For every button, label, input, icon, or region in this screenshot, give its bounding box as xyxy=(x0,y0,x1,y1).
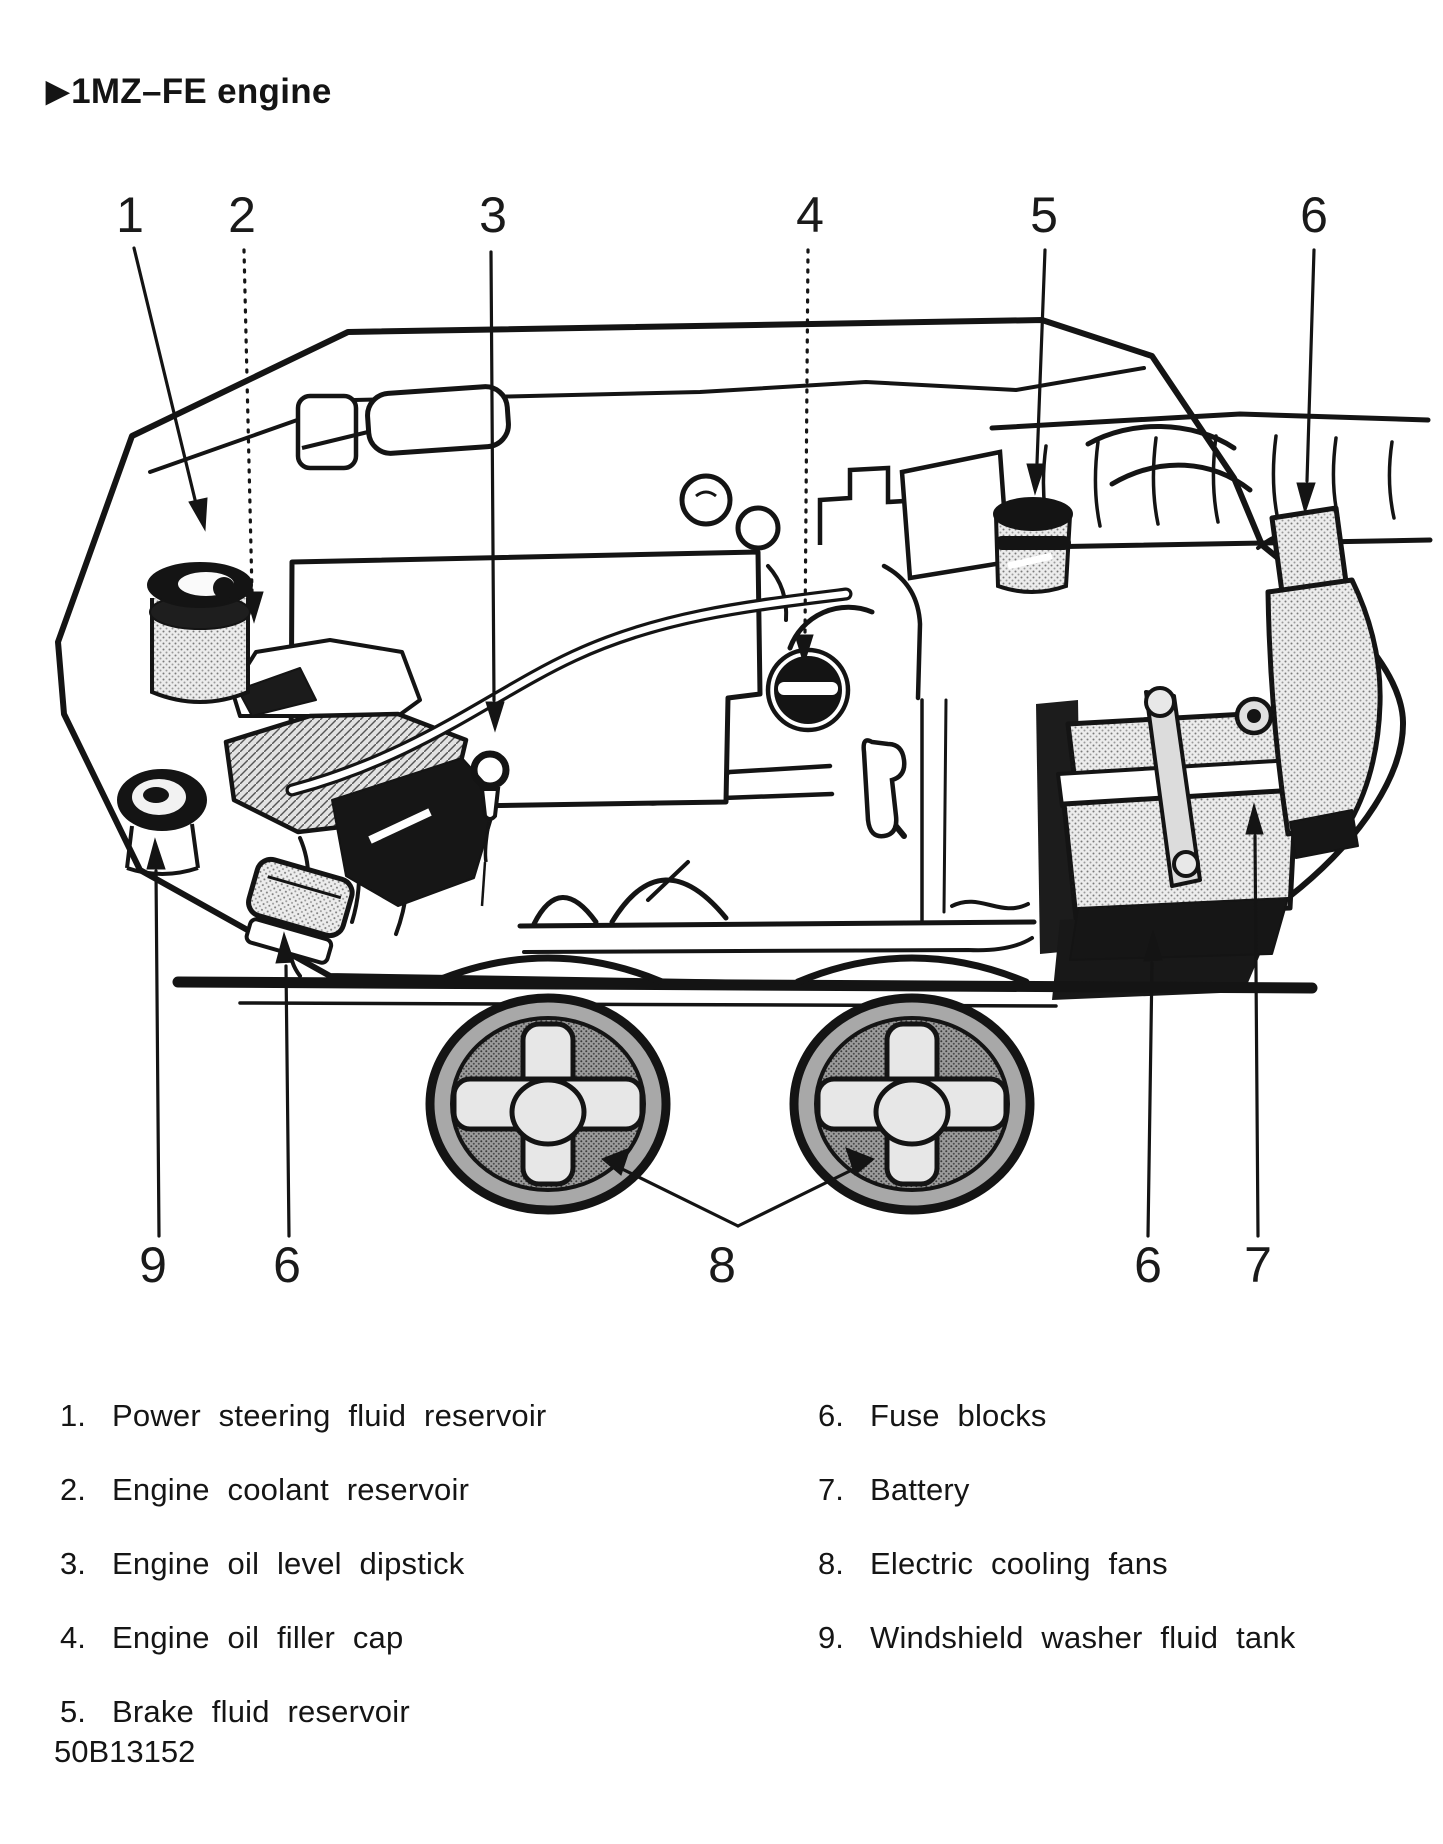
legend-label: Brake fluid reservoir xyxy=(112,1694,410,1729)
callout-number-4: 4 xyxy=(796,187,824,243)
legend-number: 4. xyxy=(60,1620,86,1655)
leader-8-left xyxy=(614,1164,740,1228)
leader-8-right xyxy=(736,1164,862,1228)
brake-fluid-reservoir xyxy=(899,449,1073,594)
legend-number: 5. xyxy=(60,1694,86,1729)
callout-number-6-bottom-left: 6 xyxy=(273,1237,301,1293)
legend-item-9: 9. Windshield washer fluid tank xyxy=(818,1620,1295,1656)
legend-item-7: 7. Battery xyxy=(818,1472,970,1508)
page-title: ▶ 1MZ–FE engine xyxy=(46,74,332,109)
pointer-icon: ▶ xyxy=(46,74,70,108)
callout-number-5: 5 xyxy=(1030,187,1058,243)
legend-label: Electric cooling fans xyxy=(870,1546,1168,1581)
callout-number-9: 9 xyxy=(139,1237,167,1293)
legend-number: 8. xyxy=(818,1546,844,1581)
leader-3 xyxy=(489,250,496,702)
legend-label: Engine oil level dipstick xyxy=(112,1546,465,1581)
legend-item-1: 1. Power steering fluid reservoir xyxy=(60,1398,546,1434)
callout-number-8: 8 xyxy=(708,1237,736,1293)
leader-7 xyxy=(1253,834,1260,1238)
callout-number-6-bottom-right: 6 xyxy=(1134,1237,1162,1293)
legend-number: 2. xyxy=(60,1472,86,1507)
cooling-fan-right xyxy=(789,993,1035,1215)
callout-number-1: 1 xyxy=(116,187,144,243)
cooling-fan-left xyxy=(425,993,671,1215)
legend-item-3: 3. Engine oil level dipstick xyxy=(60,1546,465,1582)
air-cleaner-icon xyxy=(295,384,511,471)
battery xyxy=(1056,686,1299,961)
leader-9 xyxy=(154,869,161,1238)
legend-label: Windshield washer fluid tank xyxy=(870,1620,1296,1655)
legend-label: Battery xyxy=(870,1472,970,1507)
legend-item-8: 8. Electric cooling fans xyxy=(818,1546,1168,1582)
oil-filler-cap xyxy=(765,647,851,733)
leader-5 xyxy=(1035,248,1047,465)
washer-fluid-cap xyxy=(117,769,207,876)
leader-2 xyxy=(242,248,254,594)
legend-label: Engine oil filler cap xyxy=(112,1620,404,1655)
legend-item-5: 5. Brake fluid reservoir xyxy=(60,1694,410,1730)
power-steering-reservoir xyxy=(147,562,253,704)
leader-6-top xyxy=(1305,248,1316,483)
dipstick xyxy=(470,750,510,907)
leader-6-bottom-right xyxy=(1146,961,1154,1238)
leader-1 xyxy=(132,246,200,514)
legend-label: Fuse blocks xyxy=(870,1398,1047,1433)
legend-item-4: 4. Engine oil filler cap xyxy=(60,1620,403,1656)
callout-number-6-top: 6 xyxy=(1300,187,1328,243)
legend-label: Power steering fluid reservoir xyxy=(112,1398,547,1433)
manifold-bolts-icon xyxy=(679,473,781,551)
callout-leaders xyxy=(132,246,1316,1238)
left-fuse-box xyxy=(244,856,355,965)
legend-number: 3. xyxy=(60,1546,86,1581)
reservoir-hose xyxy=(285,587,853,797)
legend-number: 7. xyxy=(818,1472,844,1507)
legend-item-6: 6. Fuse blocks xyxy=(818,1398,1047,1434)
callout-number-7: 7 xyxy=(1244,1237,1272,1293)
figure-code: 50B13152 xyxy=(54,1734,196,1769)
leader-6-bottom-left xyxy=(284,964,291,1238)
right-fuse-block xyxy=(1265,505,1383,859)
leader-4 xyxy=(803,248,810,636)
legend-number: 9. xyxy=(818,1620,844,1655)
legend-number: 6. xyxy=(818,1398,844,1433)
legend-number: 1. xyxy=(60,1398,86,1433)
legend-label: Engine coolant reservoir xyxy=(112,1472,470,1507)
callout-number-3: 3 xyxy=(479,187,507,243)
callout-number-2: 2 xyxy=(228,187,256,243)
engine-title: 1MZ–FE engine xyxy=(71,72,332,111)
legend-item-2: 2. Engine coolant reservoir xyxy=(60,1472,469,1508)
